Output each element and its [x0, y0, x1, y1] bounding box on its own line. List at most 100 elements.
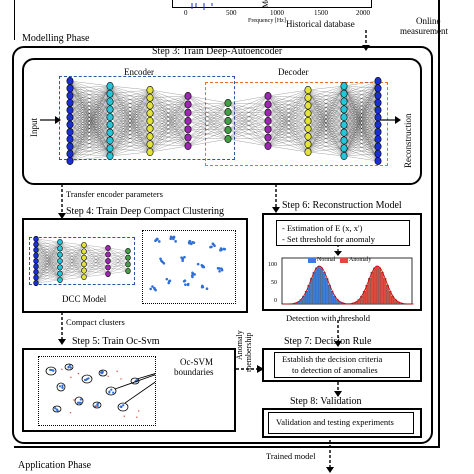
network-node: [224, 135, 232, 143]
network-edge: [149, 104, 189, 129]
network-node: [146, 101, 154, 110]
network-edge: [35, 271, 61, 281]
network-edge: [149, 137, 189, 153]
network-edge: [187, 120, 229, 138]
network-node: [33, 263, 39, 270]
network-edge: [343, 88, 379, 102]
hist-bar-normal: [317, 265, 321, 305]
ocsvm-boundary: [98, 369, 108, 377]
step3-title: Step 3: Train Deep-Autoencoder: [152, 46, 283, 57]
network-edge: [307, 85, 345, 153]
network-edge: [149, 136, 189, 147]
network-edge: [69, 117, 111, 157]
network-edge: [307, 124, 345, 153]
network-edge: [109, 89, 151, 110]
modelling-phase-label: Modelling Phase: [22, 33, 90, 44]
network-edge: [307, 109, 345, 153]
network-edge: [69, 95, 111, 110]
cluster-point: [167, 281, 171, 285]
network-node: [304, 101, 312, 110]
network-edge: [149, 113, 189, 147]
network-edge: [227, 129, 269, 138]
network-edge: [343, 85, 379, 118]
network-edge: [69, 95, 111, 126]
network-node: [146, 117, 154, 125]
network-edge: [107, 257, 129, 275]
ocsvm-boundary: [81, 374, 93, 384]
network-edge: [343, 132, 379, 154]
network-edge: [267, 137, 309, 153]
network-edge: [267, 89, 309, 105]
network-edge: [227, 111, 269, 138]
network-edge: [343, 101, 379, 147]
network-edge: [149, 89, 189, 122]
network-node: [184, 133, 192, 142]
network-node: [33, 241, 39, 248]
network-edge: [69, 109, 111, 111]
x-tick-500: 500: [226, 9, 237, 17]
network-node: [146, 140, 154, 149]
network-edge: [227, 112, 269, 122]
network-edge: [69, 124, 111, 133]
network-node: [57, 251, 63, 258]
network-edge: [227, 111, 269, 147]
dcc-model-label: DCC Model: [62, 294, 107, 304]
network-edge: [109, 85, 151, 91]
reconstruction-label: Reconstruction: [403, 113, 413, 169]
network-edge: [343, 116, 379, 154]
network-edge: [35, 255, 61, 281]
network-node: [340, 97, 348, 106]
detection-label: Detection with threshold: [286, 313, 371, 323]
ocsvm-boundary: [117, 402, 129, 412]
network-edge: [187, 95, 229, 122]
network-edge: [343, 85, 379, 96]
network-edge: [307, 85, 345, 98]
network-edge: [149, 89, 189, 113]
network-edge: [107, 250, 129, 255]
hist-ytick-50: 50: [271, 280, 277, 286]
network-edge: [149, 95, 189, 137]
network-edge: [35, 254, 61, 278]
network-node: [66, 77, 74, 85]
ocsvm-boundary: [105, 386, 117, 396]
cluster-point: [210, 245, 213, 249]
network-edge: [69, 101, 111, 103]
network-node: [66, 113, 74, 122]
network-edge: [35, 267, 61, 278]
network-edge: [69, 93, 111, 118]
network-edge: [307, 116, 345, 153]
network-edge: [267, 89, 309, 122]
network-edge: [343, 109, 379, 125]
cluster-point: [159, 257, 162, 261]
network-edge: [69, 88, 111, 133]
network-edge: [267, 104, 309, 122]
encoder-region: [59, 76, 235, 160]
network-edge: [69, 80, 111, 94]
network-edge: [149, 120, 189, 130]
network-edge: [267, 136, 309, 147]
network-edge: [83, 247, 109, 252]
network-edge: [69, 109, 111, 133]
network-edge: [267, 95, 309, 145]
network-edge: [35, 260, 61, 274]
cluster-point: [186, 283, 190, 287]
network-edge: [149, 128, 189, 138]
historical-database-label: Historical database: [286, 19, 355, 29]
network-edge: [35, 238, 61, 262]
network-edge: [59, 244, 85, 274]
network-edge: [59, 244, 85, 268]
network-edge: [35, 241, 61, 256]
network-edge: [149, 112, 189, 129]
network-edge: [267, 120, 309, 153]
network-node: [57, 238, 63, 246]
legend-normal-swatch: [308, 258, 316, 263]
network-edge: [267, 97, 309, 122]
step4-title: Step 4: Train Deep Compact Clustering: [66, 206, 225, 217]
hist-bar-anomaly: [378, 267, 381, 305]
network-edge: [343, 131, 379, 141]
network-node: [57, 276, 63, 284]
network-edge: [149, 97, 189, 130]
network-edge: [69, 109, 111, 118]
network-edge: [187, 129, 229, 147]
network-node: [304, 148, 312, 156]
